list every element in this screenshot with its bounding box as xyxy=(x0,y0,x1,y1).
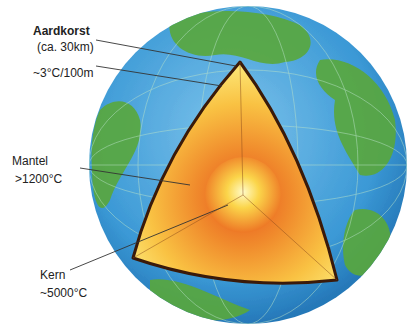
temperature-value: >1200°C xyxy=(15,172,62,186)
layer-name: Aardkorst xyxy=(33,24,90,38)
leader-lines xyxy=(70,40,236,270)
temperature-gradient: ~3°C/100m xyxy=(33,66,94,80)
globe xyxy=(89,6,407,324)
mantle-cutaway xyxy=(133,62,337,283)
cutaway-outline xyxy=(133,62,337,283)
continents xyxy=(92,11,396,321)
temperature-value: ~5000°C xyxy=(40,286,87,300)
layer-name: Mantel xyxy=(12,154,48,168)
section-line xyxy=(133,195,243,258)
grid-lines xyxy=(89,6,407,324)
section-line xyxy=(240,62,243,195)
section-line xyxy=(243,195,337,280)
layer-name: Kern xyxy=(40,268,65,282)
layer-depth: (ca. 30km) xyxy=(37,40,94,54)
